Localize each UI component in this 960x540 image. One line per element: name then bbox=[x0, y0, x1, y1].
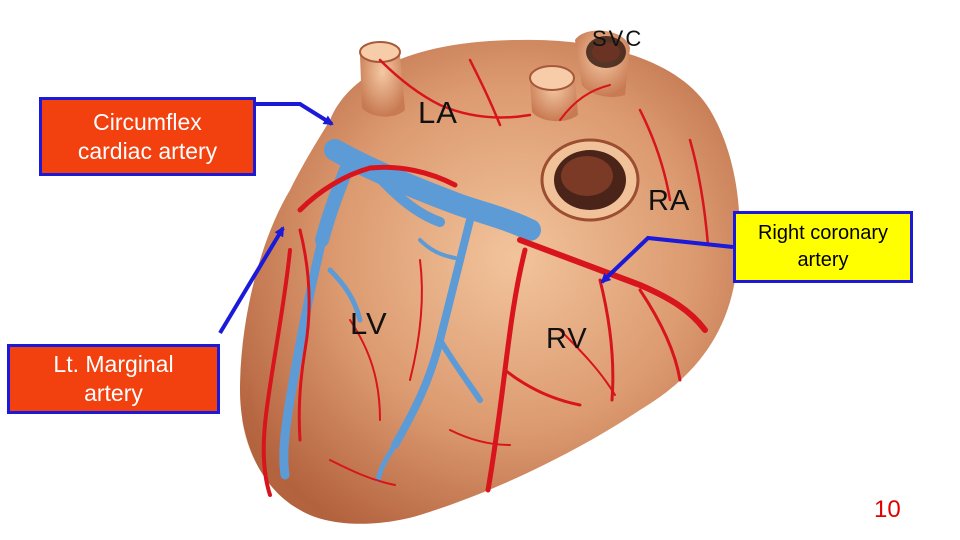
coronary-arteries bbox=[261, 58, 710, 497]
right-coronary-artery-callout: Right coronary artery bbox=[733, 211, 913, 283]
page-number: 10 bbox=[874, 496, 901, 523]
ivc-opening bbox=[540, 138, 640, 222]
cardiac-veins bbox=[279, 139, 541, 483]
marginal-artery-callout: Lt. Marginal artery bbox=[7, 344, 220, 414]
pointer-lines bbox=[218, 102, 734, 335]
right-atrium-label: RA bbox=[648, 185, 691, 217]
heart-shading bbox=[242, 380, 320, 515]
svc-label: SVC bbox=[592, 26, 644, 51]
right-ventricle-label: RV bbox=[546, 323, 588, 355]
circumflex-artery-callout: Circumflex cardiac artery bbox=[39, 97, 256, 176]
left-atrium-label: LA bbox=[418, 95, 458, 130]
great-vessels bbox=[359, 30, 630, 122]
left-ventricle-label: LV bbox=[350, 306, 388, 341]
